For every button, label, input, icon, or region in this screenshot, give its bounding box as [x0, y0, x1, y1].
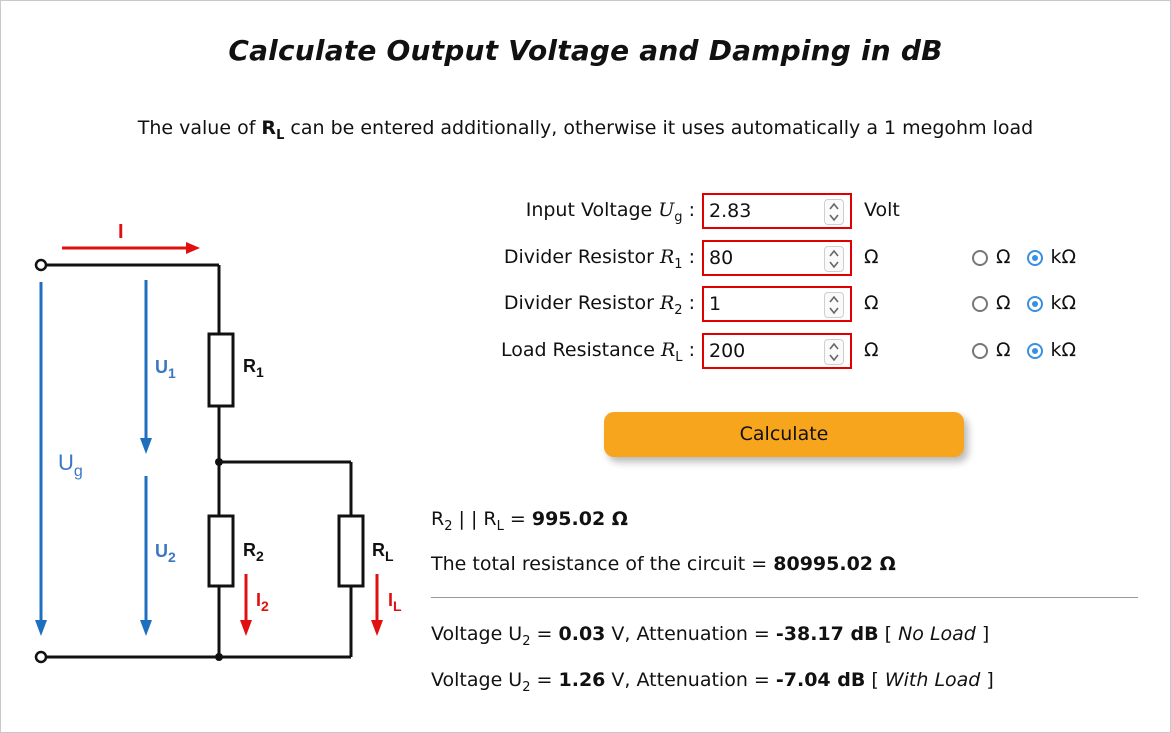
- r2-ohm-radio[interactable]: Ω: [972, 292, 1011, 314]
- resistor-rl: [337, 514, 365, 588]
- unit-label: Ω: [864, 339, 879, 361]
- unit-label: Volt: [864, 199, 900, 221]
- page-title: Calculate Output Voltage and Damping in …: [228, 34, 943, 67]
- junction-node-bottom: [215, 653, 223, 661]
- r1-ohm-radio[interactable]: Ω: [972, 246, 1011, 268]
- calculate-button[interactable]: Calculate: [604, 412, 964, 457]
- resistor-r2: [207, 514, 235, 588]
- input-label-ug: Input Voltage Ug :: [525, 199, 695, 225]
- input-label-rl: Load Resistance RL :: [500, 339, 695, 365]
- voltage-u1-arrowhead: [140, 438, 152, 454]
- input-voltage-field[interactable]: 2.83: [702, 193, 852, 229]
- current-i2-label: I2: [256, 590, 269, 614]
- junction-node: [215, 458, 223, 466]
- unit-label: Ω: [864, 246, 879, 268]
- voltage-ug-arrowhead: [35, 620, 47, 636]
- input-label-r2: Divider Resistor R2 :: [503, 292, 695, 318]
- voltage-divider-circuit-diagram: I Ug U1 U2 R1 R2 RL I2 IL: [34, 221, 402, 664]
- number-spinner-icon[interactable]: [824, 292, 844, 318]
- rl-kohm-radio[interactable]: kΩ: [1026, 339, 1076, 361]
- current-i-label: I: [118, 221, 124, 243]
- subtitle-text-b: can be entered additionally, otherwise i…: [284, 117, 1034, 139]
- divider-line: [431, 597, 1138, 598]
- r1-kohm-radio[interactable]: kΩ: [1026, 246, 1076, 268]
- unit-label: Ω: [864, 292, 879, 314]
- voltage-ug-label: Ug: [58, 450, 83, 480]
- circuit-wires: [46, 263, 353, 659]
- subtitle: The value of RL can be entered additiona…: [0, 117, 1171, 143]
- subtitle-rl: RL: [261, 117, 285, 143]
- resistor-r1-label: R1: [243, 356, 264, 380]
- terminal-top: [34, 258, 48, 272]
- number-spinner-icon[interactable]: [824, 339, 844, 365]
- voltage-u2-arrowhead: [140, 620, 152, 636]
- current-i2-arrowhead: [240, 620, 252, 636]
- load-resistance-field[interactable]: 200: [702, 333, 852, 369]
- result-with-load: Voltage U2 = 1.26 V, Attenuation = -7.04…: [431, 669, 994, 695]
- current-il-label: IL: [388, 590, 402, 614]
- number-spinner-icon[interactable]: [824, 246, 844, 272]
- result-total-resistance: The total resistance of the circuit = 80…: [431, 553, 896, 575]
- r2-kohm-radio[interactable]: kΩ: [1026, 292, 1076, 314]
- input-row-ug: Input Voltage Ug : 2.83 Volt: [430, 193, 1150, 231]
- number-spinner-icon[interactable]: [824, 199, 844, 225]
- subtitle-text-a: The value of: [137, 117, 262, 139]
- resistor-r2-label: R2: [243, 540, 264, 564]
- input-label-r1: Divider Resistor R1 :: [503, 246, 695, 272]
- resistor-rl-label: RL: [372, 540, 394, 564]
- resistor-r1: [207, 332, 235, 408]
- divider-resistor-r1-field[interactable]: 80: [702, 240, 852, 276]
- voltage-u1-label: U1: [155, 357, 176, 381]
- result-no-load: Voltage U2 = 0.03 V, Attenuation = -38.1…: [431, 623, 990, 649]
- terminal-bottom: [34, 650, 48, 664]
- rl-ohm-radio[interactable]: Ω: [972, 339, 1011, 361]
- divider-resistor-r2-field[interactable]: 1: [702, 286, 852, 322]
- current-i-arrowhead: [186, 242, 200, 254]
- voltage-u2-label: U2: [155, 541, 176, 565]
- result-parallel-resistance: R2 | | RL = 995.02 Ω: [431, 508, 628, 534]
- current-il-arrowhead: [371, 620, 383, 636]
